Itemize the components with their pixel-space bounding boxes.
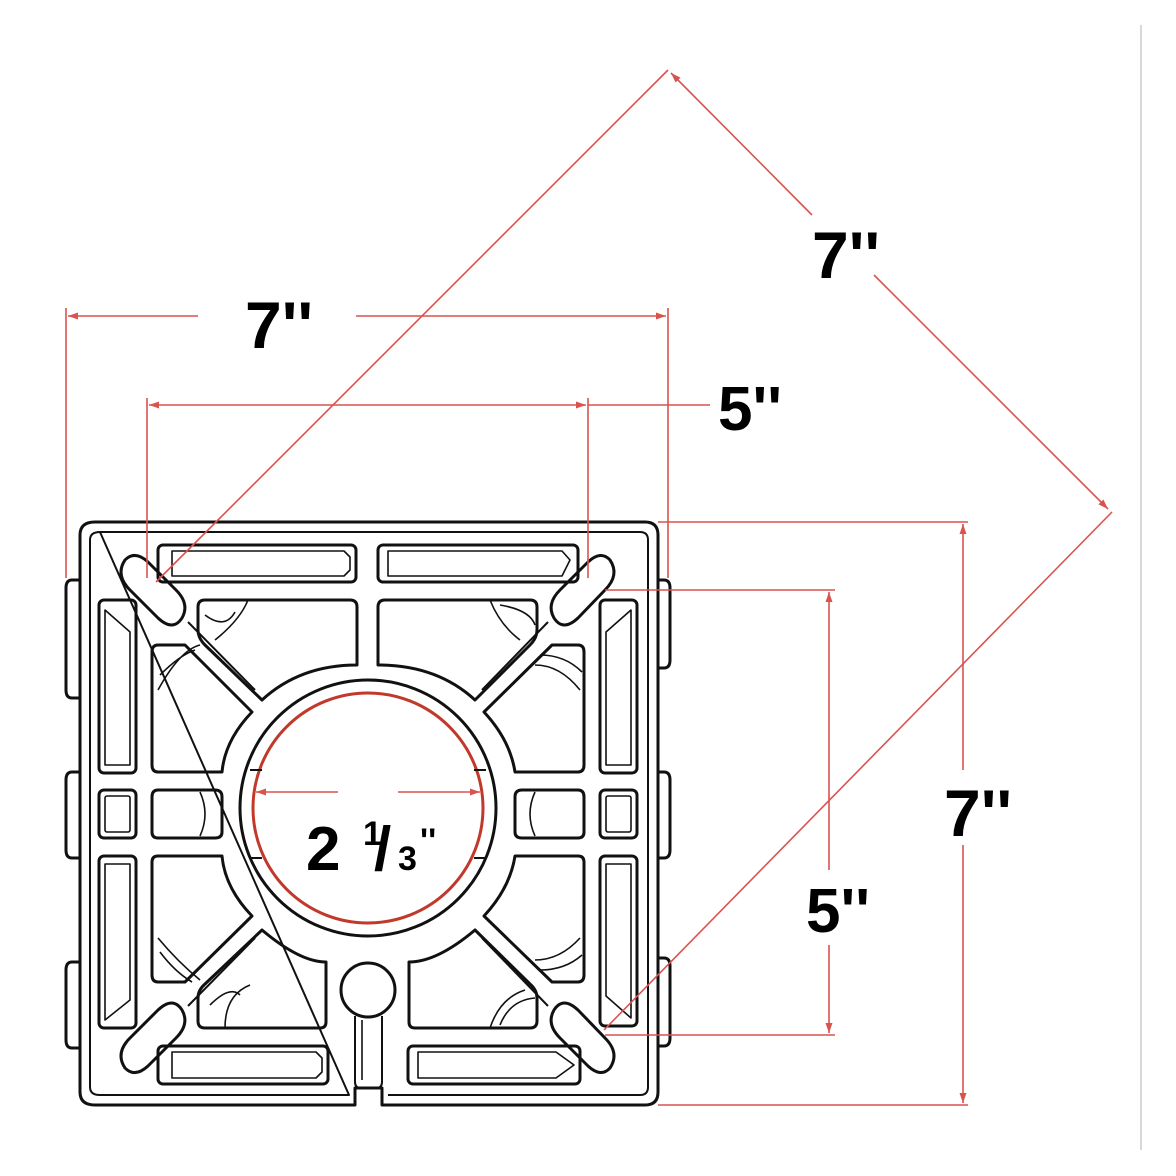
- bottom-slot-right: [406, 1044, 582, 1086]
- right-tab-2: [658, 770, 672, 860]
- right-tab-3: [658, 956, 672, 1048]
- center-hole-outer: [238, 678, 498, 938]
- svg-text:'': '': [420, 822, 436, 860]
- corner-slot-bl: [119, 1001, 187, 1074]
- base-plate: [64, 520, 672, 1107]
- diagonal-dim-lower: [873, 274, 1109, 510]
- top-slot-left: [156, 543, 358, 584]
- pocket-br-right: [482, 854, 586, 984]
- top-width-label: 7'': [245, 288, 313, 362]
- right-tab-1: [658, 578, 672, 670]
- drain-channel: [354, 1016, 383, 1089]
- top-slot-right: [376, 543, 580, 584]
- corner-slot-tl: [119, 554, 187, 627]
- diagonal-extension-right: [603, 511, 1113, 1031]
- bottom-slot-left: [156, 1044, 330, 1086]
- corner-slot-br: [549, 1001, 616, 1074]
- drain-hole: [339, 961, 397, 1019]
- pocket-bl-left: [150, 854, 254, 984]
- left-tab-1: [64, 578, 80, 700]
- svg-text:/: /: [374, 815, 391, 884]
- dimension-lines: [65, 69, 1113, 1106]
- left-mid-pocket: [150, 788, 224, 840]
- left-tab-3: [64, 960, 80, 1050]
- plate-outline: [78, 520, 660, 1107]
- pocket-tr-right: [482, 643, 586, 774]
- pocket-bl-lower: [196, 928, 328, 1030]
- left-small-square: [97, 788, 138, 840]
- pocket-tl-upper: [196, 598, 359, 702]
- center-hole-inner: [251, 691, 485, 925]
- pocket-tl-left: [150, 643, 254, 774]
- pocket-tr-upper: [376, 598, 539, 702]
- left-tab-2: [64, 770, 80, 860]
- right-slot-top: [598, 598, 639, 775]
- left-slot-bottom: [97, 854, 138, 1030]
- diagonal-label: 7'': [812, 218, 880, 292]
- dimension-labels: 7'' 5'' 7'' 7'' 5'' 2 1 / 3 '': [245, 218, 1012, 946]
- inner-height-label: 5'': [806, 877, 870, 946]
- right-small-square: [598, 788, 639, 840]
- corner-slot-tr: [549, 554, 616, 627]
- diagonal-extension-left: [155, 69, 669, 583]
- svg-text:3: 3: [398, 840, 417, 878]
- svg-text:1: 1: [363, 815, 382, 853]
- plate-inner-edge: [89, 531, 649, 1096]
- left-slot-top: [97, 598, 138, 775]
- hole-diameter-label: 2 1 / 3 '': [306, 815, 436, 884]
- right-slot-bottom: [598, 854, 639, 1028]
- diagonal-dim-upper: [670, 72, 813, 216]
- right-mid-pocket: [513, 788, 586, 840]
- pocket-br-lower: [407, 928, 539, 1030]
- right-height-label: 7'': [944, 776, 1012, 850]
- inner-width-label: 5'': [718, 375, 782, 444]
- svg-text:2: 2: [306, 815, 340, 884]
